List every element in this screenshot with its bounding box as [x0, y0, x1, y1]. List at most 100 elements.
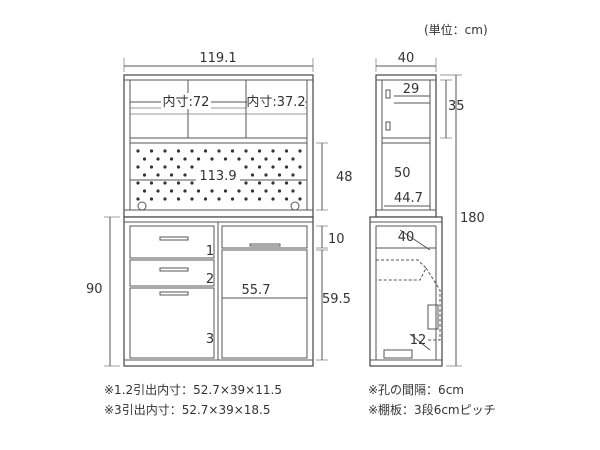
pegboard-hole: [176, 149, 181, 153]
drawer-label-3: 3: [206, 332, 214, 347]
side-view: [369, 74, 443, 367]
pegboard-hole: [230, 149, 235, 153]
pegboard-hole: [244, 197, 248, 201]
pegboard-hole: [277, 173, 282, 177]
drawer-label-2: 2: [206, 272, 214, 287]
pegboard-hole: [298, 181, 302, 185]
pegboard-hole: [244, 181, 248, 185]
pegboard-hole: [257, 181, 262, 185]
note-hole-spacing: ※孔の間隔：6cm: [368, 383, 464, 397]
pegboard-hole: [284, 181, 289, 185]
pegboard-hole: [169, 173, 174, 177]
pegboard-hole: [277, 189, 282, 193]
pegboard-hole: [136, 165, 140, 169]
pegboard-hole: [183, 173, 187, 177]
pegboard-hole: [176, 197, 181, 201]
side-top-height-label: 35: [448, 99, 465, 114]
lower-height-label: 90: [86, 282, 103, 297]
pegboard-hole: [271, 149, 275, 153]
pegboard-hole: [176, 165, 181, 169]
pegboard-hole: [169, 157, 174, 161]
board-width-label: 113.9: [199, 169, 236, 184]
pegboard-hole: [136, 149, 140, 153]
pegboard-hole: [291, 173, 295, 177]
pegboard-hole: [223, 157, 228, 161]
inner-right-label: 内寸:37.2: [246, 94, 305, 110]
pegboard-hole: [217, 197, 221, 201]
pegboard-hole: [257, 149, 262, 153]
pegboard-hole: [298, 149, 302, 153]
pegboard-hole: [183, 189, 187, 193]
pegboard-hole: [271, 165, 275, 169]
pegboard-hole: [250, 173, 255, 177]
pegboard-hole: [163, 149, 167, 153]
pegboard-hole: [176, 181, 181, 185]
cabinet-width-label: 55.7: [242, 283, 271, 298]
side-top-inner-depth-label: 29: [403, 82, 420, 97]
pegboard-hole: [250, 157, 255, 161]
pegboard-hole: [257, 165, 262, 169]
pegboard-hole: [298, 165, 302, 169]
side-height-dimensions: [440, 74, 462, 367]
cabinet-height-label: 59.5: [322, 292, 351, 307]
pegboard-hole: [190, 149, 194, 153]
pegboard-hole: [149, 181, 154, 185]
pegboard-hole: [264, 189, 268, 193]
pegboard-hole: [203, 149, 208, 153]
pegboard-hole: [257, 197, 262, 201]
pegboard-hole: [190, 197, 194, 201]
pegboard-hole: [230, 197, 235, 201]
front-lower-cabinet: [123, 216, 314, 367]
pegboard-hole: [156, 173, 160, 177]
side-mid-depth-label: 44.7: [394, 191, 423, 206]
pegboard-hole: [183, 157, 187, 161]
pegboard-hole: [264, 173, 268, 177]
front-height-dimensions: [316, 142, 328, 361]
side-mid-height-label: 50: [394, 166, 411, 181]
pegboard-hole: [291, 189, 295, 193]
pegboard-hole: [271, 181, 275, 185]
pegboard-hole: [149, 197, 154, 201]
unit-note: (単位：cm): [424, 22, 488, 37]
pegboard-hole: [163, 165, 167, 169]
note-drawer-1-2: ※1.2引出内寸：52.7×39×11.5: [104, 383, 282, 397]
pegboard-hole: [277, 157, 282, 161]
upper-height-label: 48: [336, 170, 353, 185]
gap-height-label: 10: [328, 232, 345, 247]
pegboard-hole: [284, 165, 289, 169]
pegboard-hole: [237, 189, 241, 193]
pegboard-hole: [163, 197, 167, 201]
side-depth-dimension: [375, 58, 437, 72]
pegboard-hole: [284, 197, 289, 201]
pegboard-hole: [136, 181, 140, 185]
lower-height-dimension: [104, 216, 120, 367]
pegboard-hole: [264, 157, 268, 161]
side-inner-dimensions: [384, 95, 431, 351]
pegboard-hole: [149, 149, 154, 153]
pegboard-hole: [136, 197, 140, 201]
pegboard-hole: [149, 165, 154, 169]
front-width-label: 119.1: [199, 51, 236, 66]
pegboard-hole: [142, 157, 147, 161]
pegboard-hole: [223, 189, 228, 193]
pegboard-hole: [298, 197, 302, 201]
note-drawer-3: ※3引出内寸：52.7×39×18.5: [104, 403, 271, 417]
pegboard-hole: [156, 189, 160, 193]
pegboard-holes: [136, 149, 302, 201]
outlet-right-icon: [290, 201, 300, 211]
pegboard-hole: [142, 189, 147, 193]
side-bottom-height-label: 12: [410, 333, 427, 348]
pegboard-hole: [271, 197, 275, 201]
pegboard-hole: [217, 149, 221, 153]
pegboard-hole: [237, 157, 241, 161]
drawer-label-1: 1: [206, 244, 214, 259]
pegboard-hole: [210, 157, 214, 161]
side-lower-depth-label: 40: [398, 230, 415, 245]
width-dimension: [123, 58, 314, 72]
pegboard-hole: [291, 157, 295, 161]
pegboard-hole: [190, 181, 194, 185]
side-total-height-label: 180: [460, 211, 485, 226]
pegboard-hole: [169, 189, 174, 193]
pegboard-hole: [196, 189, 201, 193]
